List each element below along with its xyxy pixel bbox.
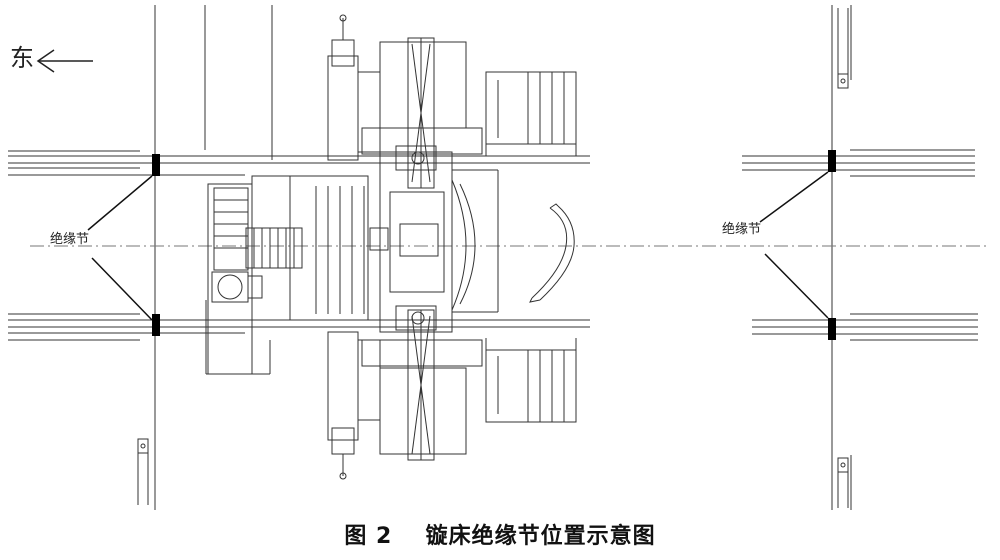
vertical-reference-lines xyxy=(154,5,852,510)
left-lower-rail xyxy=(8,313,590,341)
insulation-joint-markers xyxy=(152,150,836,340)
signal-posts xyxy=(137,8,849,508)
insulation-joint-label-left: 绝缘节 xyxy=(50,231,89,247)
figure-title: 镟床绝缘节位置示意图 xyxy=(425,524,656,549)
direction-indicator: 东 xyxy=(10,44,93,73)
signal-post-left-bottom xyxy=(137,438,149,505)
insulation-joint-left-upper xyxy=(152,154,160,176)
figure-caption: 图 2 镟床绝缘节位置示意图 xyxy=(0,518,1000,550)
figure-number: 图 2 xyxy=(344,524,393,549)
insulation-joint-right-upper xyxy=(828,150,836,172)
insulation-joint-right-lower xyxy=(828,318,836,340)
right-lower-rail xyxy=(752,313,978,341)
leader-lines xyxy=(87,171,829,321)
door-swing xyxy=(529,203,575,303)
direction-label: 东 xyxy=(10,44,34,72)
signal-post-right-top xyxy=(837,8,849,89)
insulation-joint-label-right: 绝缘节 xyxy=(722,221,761,237)
wheel-lathe-machine xyxy=(205,14,577,480)
signal-post-right-bottom xyxy=(837,457,849,508)
left-arrow-icon xyxy=(36,49,93,73)
motor xyxy=(211,271,249,303)
left-upper-rail xyxy=(8,150,590,176)
insulation-joint-left-lower xyxy=(152,314,160,336)
right-upper-rail xyxy=(742,149,975,177)
